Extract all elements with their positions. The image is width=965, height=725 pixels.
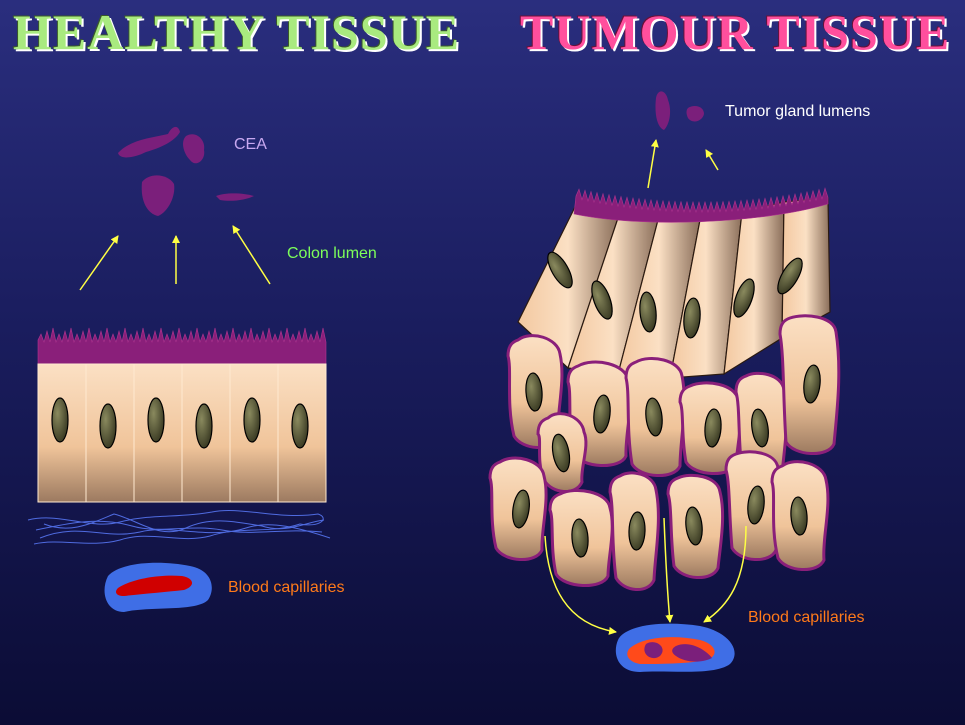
blood-capillary-tumour [616,624,735,672]
nucleus [244,398,260,442]
blood-capillaries-label-healthy: Blood capillaries [228,579,345,597]
cea-label: CEA [234,136,267,154]
nucleus [292,404,308,448]
nucleus [52,398,68,442]
cea-molecules-tumour [655,91,704,130]
secretion-arrows-tumour [648,140,718,188]
brush-border-shape [38,328,326,366]
colon-lumen-label: Colon lumen [287,245,377,263]
nucleus [196,404,212,448]
healthy-brush-border [38,328,326,366]
secretion-arrows-healthy [80,226,270,290]
blood-capillaries-label-tumour: Blood capillaries [748,609,865,627]
basement-membrane-fibers [28,510,330,544]
tumor-gland-lumens-label: Tumor gland lumens [725,103,870,121]
healthy-epithelium [38,364,326,502]
nucleus [100,404,116,448]
nucleus [148,398,164,442]
blood-capillary-healthy [105,563,212,612]
